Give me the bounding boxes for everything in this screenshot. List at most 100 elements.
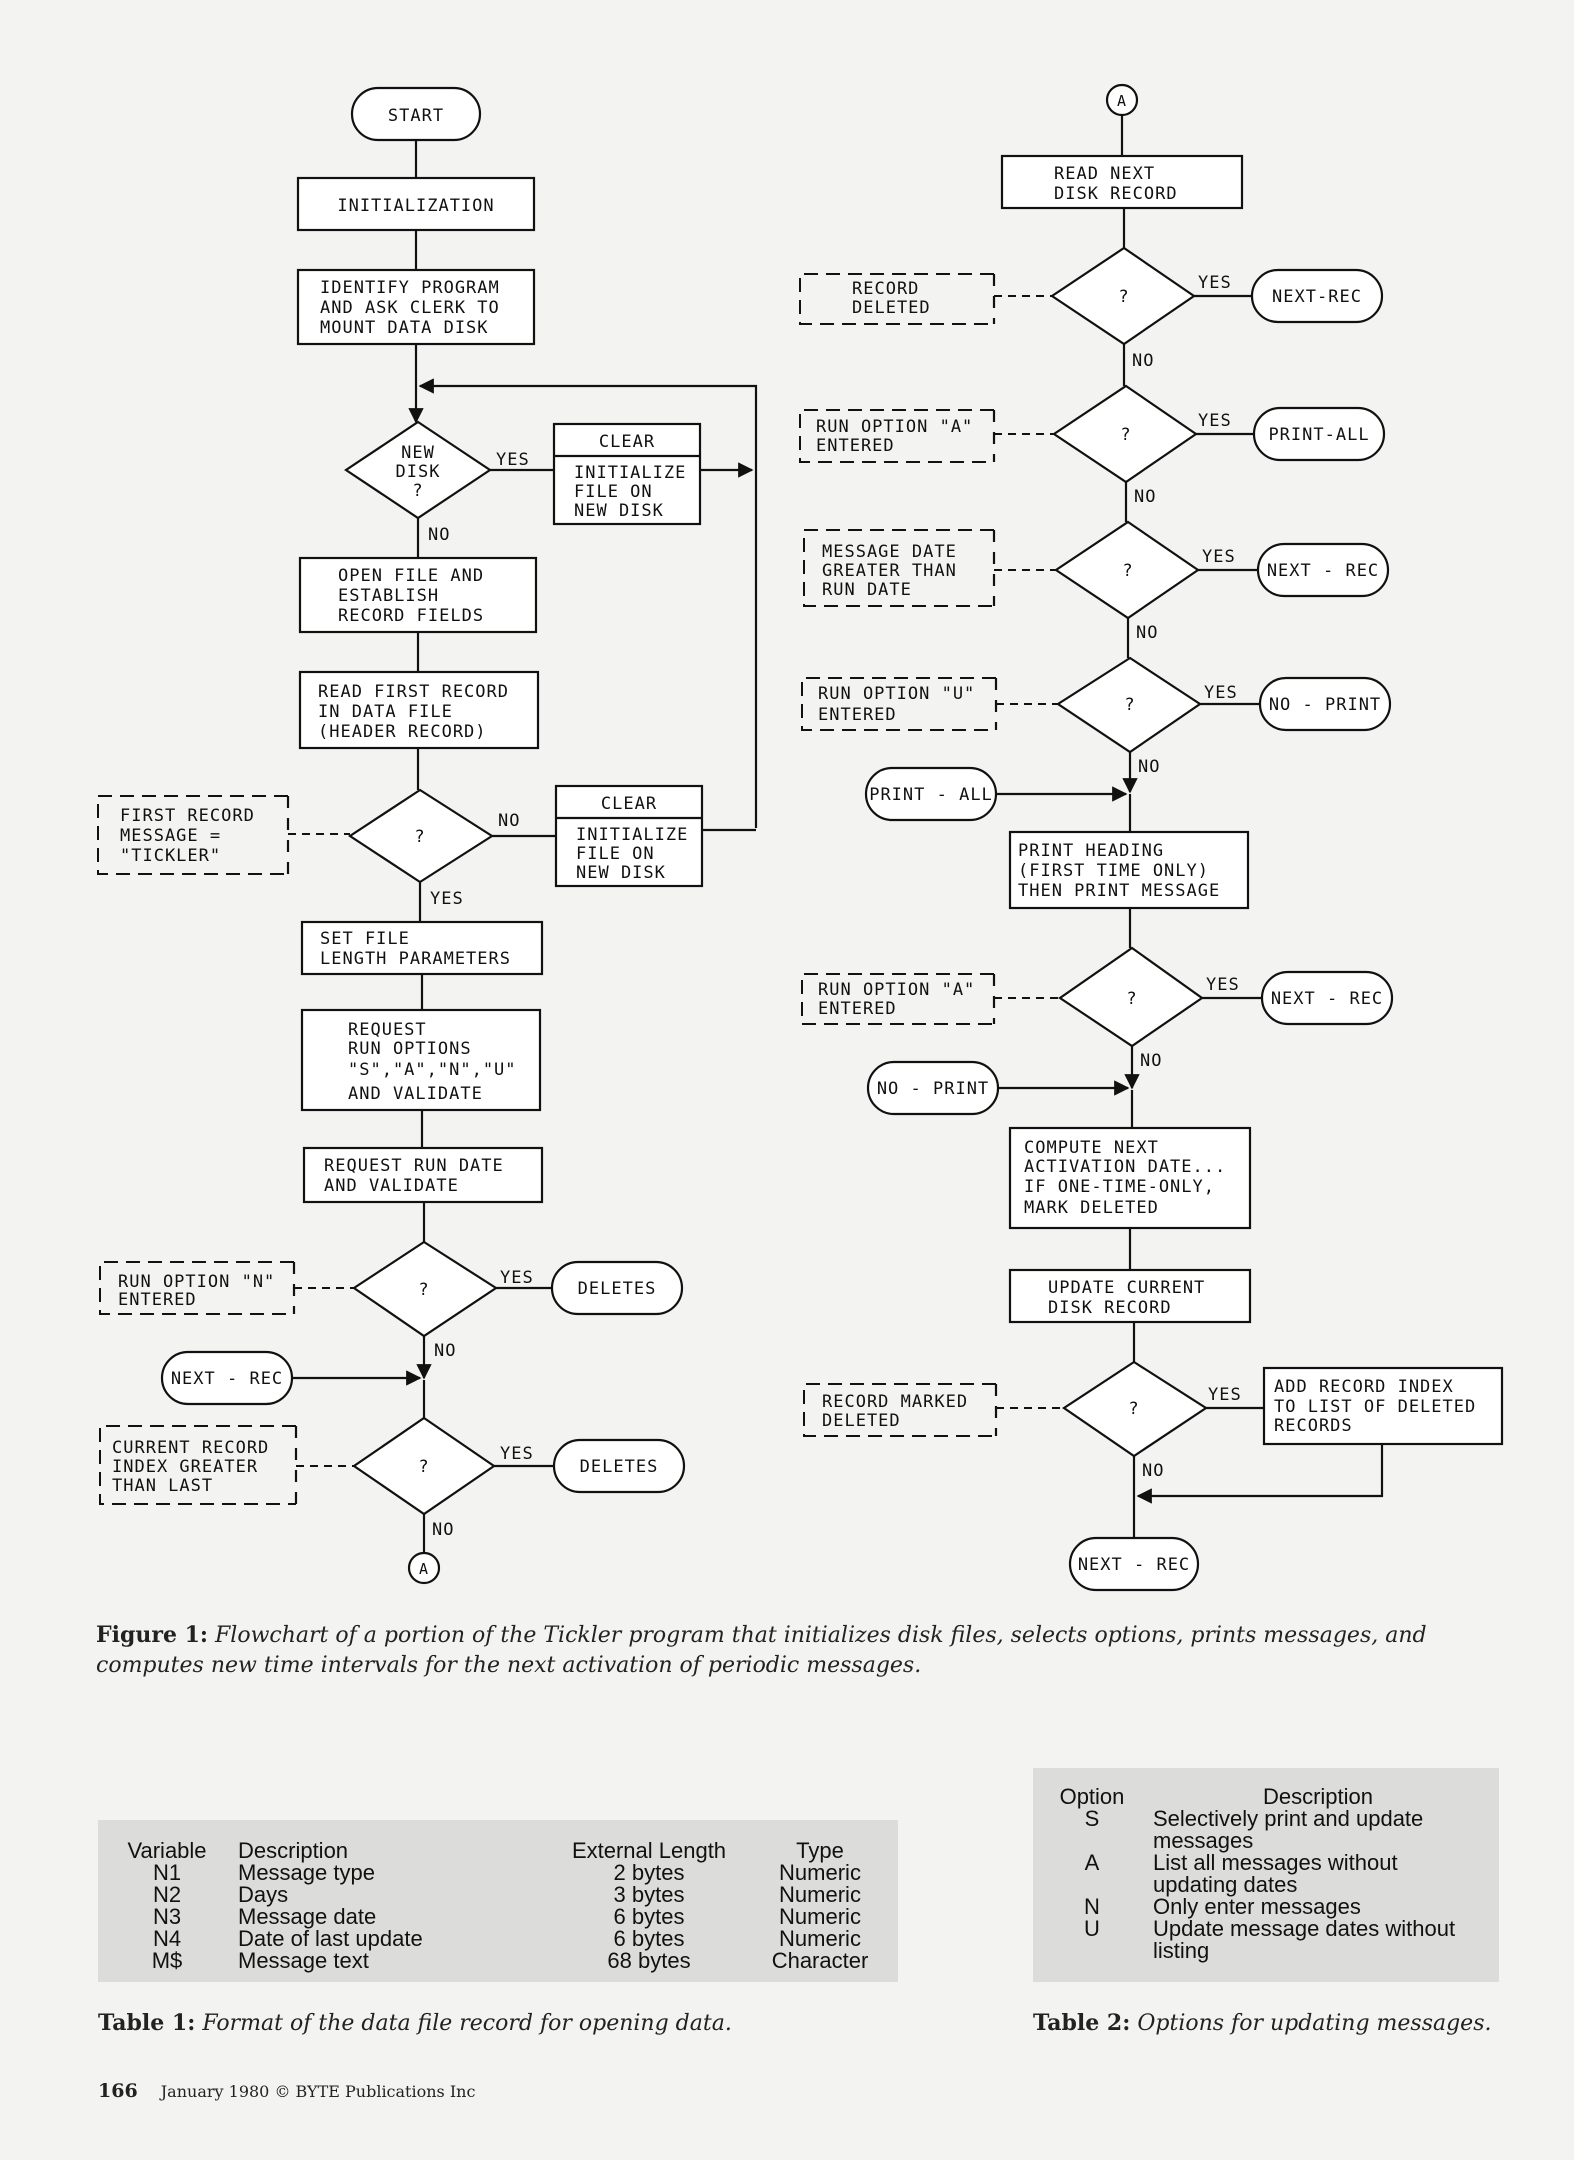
clear-2-header: CLEAR: [601, 794, 657, 814]
question-mark: ?: [418, 1280, 429, 1300]
request-date-line-2: AND VALIDATE: [324, 1176, 459, 1196]
question-mark: ?: [418, 1457, 429, 1477]
request-options-line-3: "S","A","N","U": [348, 1060, 517, 1080]
clear-1-line-1: INITIALIZE: [574, 463, 686, 483]
set-file-line-1: SET FILE: [320, 929, 410, 949]
question-mark: ?: [1126, 989, 1137, 1009]
t1-cell: Message text: [238, 1948, 369, 1973]
run-option-a-2-line-1: RUN OPTION "A": [818, 980, 975, 1000]
t1-cell: Message date: [238, 1904, 377, 1929]
table-row: N2 Days 3 bytes Numeric: [104, 1884, 888, 1906]
t1-cell: 6 bytes: [613, 1926, 685, 1951]
question-mark: ?: [1122, 561, 1133, 581]
run-option-n-line-1: RUN OPTION "N": [118, 1272, 275, 1292]
t1-cell: N3: [152, 1904, 182, 1929]
t1-cell: Numeric: [779, 1904, 861, 1929]
read-next-line-2: DISK RECORD: [1054, 184, 1178, 204]
question-mark: ?: [1128, 1399, 1139, 1419]
right-column: A READ NEXT DISK RECORD RECORD DELETED ?…: [799, 83, 1504, 1592]
read-first-line-3: (HEADER RECORD): [318, 722, 487, 742]
deletes-terminal-1: [550, 1260, 684, 1316]
yes-label: YES: [430, 889, 464, 909]
table-row: N4 Date of last update 6 bytes Numeric: [104, 1928, 888, 1950]
run-option-a-2-line-2: ENTERED: [818, 999, 897, 1019]
table-row: U Update message dates without listing: [1039, 1918, 1491, 1962]
yes-label: YES: [1202, 547, 1236, 567]
yes-label: YES: [1198, 273, 1232, 293]
no-label: NO: [1132, 351, 1154, 371]
compute-next-line-3: IF ONE-TIME-ONLY,: [1024, 1177, 1215, 1197]
clear-2-line-1: INITIALIZE: [576, 825, 688, 845]
page-number: 166: [98, 2080, 138, 2102]
message-date-line-3: RUN DATE: [822, 580, 912, 600]
yes-label: YES: [1208, 1385, 1242, 1405]
clear-1-line-2: FILE ON: [574, 482, 653, 502]
yes-label: YES: [1204, 683, 1238, 703]
update-current-box: [1008, 1268, 1252, 1324]
read-next-line-1: READ NEXT: [1054, 164, 1155, 184]
next-rec-3-label: NEXT - REC: [1271, 989, 1383, 1009]
t1-cell: M$: [151, 1948, 183, 1973]
table-1-header-row: Variable Description External Length Typ…: [104, 1840, 888, 1862]
print-all-terminal-1: [1252, 406, 1386, 462]
t1-header-variable: Variable: [127, 1838, 207, 1863]
footer-text: January 1980 © BYTE Publications Inc: [160, 2082, 476, 2101]
clear-box-2: [554, 784, 704, 888]
no-label: NO: [432, 1520, 454, 1540]
t1-cell: 68 bytes: [607, 1948, 691, 1973]
open-file-box: [298, 556, 538, 634]
deletes-2-label: DELETES: [580, 1457, 659, 1477]
message-date-line-1: MESSAGE DATE: [822, 542, 957, 562]
table-row: A List all messages without updating dat…: [1039, 1852, 1491, 1896]
current-record-line-1: CURRENT RECORD: [112, 1438, 269, 1458]
initialization-box: [296, 176, 536, 232]
print-all-1-label: PRINT-ALL: [1268, 425, 1369, 445]
t1-cell: Numeric: [779, 1882, 861, 1907]
t1-cell: Message type: [238, 1860, 375, 1885]
t2-cell: A: [1084, 1850, 1100, 1875]
next-rec-terminal-3: [1260, 970, 1394, 1026]
run-option-u-line-2: ENTERED: [818, 705, 897, 725]
message-date-line-2: GREATER THAN: [822, 561, 957, 581]
initialization-label: INITIALIZATION: [337, 196, 494, 216]
t1-cell: N1: [152, 1860, 182, 1885]
next-rec-end-label: NEXT - REC: [1078, 1555, 1190, 1575]
read-first-line-2: IN DATA FILE: [318, 702, 453, 722]
t2-cell: Selectively print and update messages: [1153, 1806, 1424, 1853]
open-file-line-3: RECORD FIELDS: [338, 606, 484, 626]
update-current-line-1: UPDATE CURRENT: [1048, 1278, 1205, 1298]
t1-cell: Numeric: [779, 1926, 861, 1951]
table-2-header-row: Option Description: [1039, 1786, 1491, 1808]
t2-cell: List all messages without updating dates: [1153, 1850, 1398, 1897]
t2-cell: Update message dates without listing: [1153, 1916, 1456, 1963]
no-label: NO: [434, 1341, 456, 1361]
deletes-terminal-2: [552, 1438, 686, 1494]
t1-cell: 2 bytes: [613, 1860, 685, 1885]
first-record-line-1: FIRST RECORD: [120, 806, 255, 826]
identify-line-3: MOUNT DATA DISK: [320, 318, 489, 338]
open-file-line-2: ESTABLISH: [338, 586, 439, 606]
print-all-2-label: PRINT - ALL: [869, 785, 993, 805]
start-label: START: [388, 106, 444, 126]
t1-cell: 6 bytes: [613, 1904, 685, 1929]
table-1: Variable Description External Length Typ…: [98, 1820, 898, 1982]
add-record-line-3: RECORDS: [1274, 1416, 1353, 1436]
t1-cell: N2: [152, 1882, 182, 1907]
yes-label: YES: [1198, 411, 1232, 431]
first-record-line-2: MESSAGE =: [120, 826, 221, 846]
table-1-caption-label: Table 1:: [98, 2010, 196, 2036]
run-option-u-line-1: RUN OPTION "U": [818, 684, 975, 704]
deletes-1-label: DELETES: [578, 1279, 657, 1299]
table-row: N3 Message date 6 bytes Numeric: [104, 1906, 888, 1928]
request-options-line-2: RUN OPTIONS: [348, 1039, 472, 1059]
identify-line-1: IDENTIFY PROGRAM: [320, 278, 500, 298]
print-heading-line-2: (FIRST TIME ONLY): [1018, 861, 1209, 881]
first-record-line-3: "TICKLER": [120, 846, 221, 866]
open-file-line-1: OPEN FILE AND: [338, 566, 484, 586]
question-mark: ?: [1120, 425, 1131, 445]
request-date-box: [302, 1146, 544, 1204]
add-record-box: [1262, 1366, 1504, 1446]
clear-2-line-3: NEW DISK: [576, 863, 666, 883]
record-marked-line-1: RECORD MARKED: [822, 1392, 968, 1412]
connector-a-out: [407, 1551, 441, 1585]
